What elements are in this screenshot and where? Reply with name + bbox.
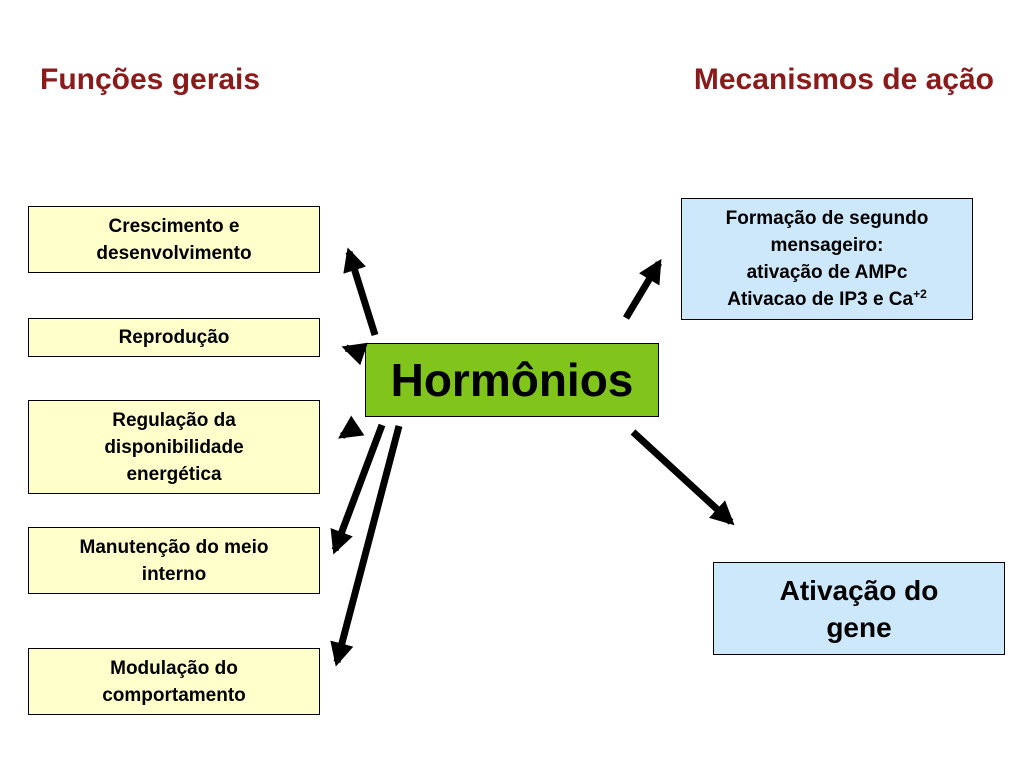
heading-mecanismos-de-acao: Mecanismos de ação [693,63,994,96]
box-ativacao-do-gene-line-1: Ativação do [779,574,939,606]
heading-funcoes-gerais: Funções gerais [40,63,261,96]
box-regulacao-line-2: disponibilidade [104,436,244,458]
arrow-to-ativacao-do-gene [630,429,735,526]
arrow-to-segundo-mensageiro [622,258,663,320]
box-ativacao-do-gene: Ativação do gene [713,562,1005,655]
box-manutencao-line-2: interno [141,563,207,585]
box-segundo-mensageiro-line-1: Formação de segundo [725,208,929,229]
box-regulacao: Regulação da disponibilidade energética [28,400,320,494]
box-segundo-mensageiro: Formação de segundo mensageiro: ativação… [681,198,973,320]
arrow-to-crescimento [343,247,379,337]
box-segundo-mensageiro-line-4-text: Ativacao de IP3 e Ca [727,289,914,310]
arrow-to-modulacao [330,425,403,667]
box-reproducao-line-1: Reprodução [118,327,230,348]
box-hormonios: Hormônios [365,343,659,417]
box-hormonios-label: Hormônios [390,354,634,406]
box-modulacao-line-2: comportamento [102,684,246,706]
box-modulacao-line-1: Modulação do [110,657,238,679]
box-crescimento-line-2: desenvolvimento [96,242,252,264]
box-modulacao: Modulação do comportamento [28,648,320,715]
arrow-to-reproducao [341,342,368,366]
box-manutencao-line-1: Manutenção do meio [79,536,269,558]
box-segundo-mensageiro-line-4-superscript: +2 [913,287,927,301]
box-manutencao: Manutenção do meio interno [28,527,320,594]
box-segundo-mensageiro-line-2: mensageiro: [770,235,884,256]
box-ativacao-do-gene-line-2: gene [826,611,892,643]
box-regulacao-line-1: Regulação da [112,409,236,431]
box-crescimento: Crescimento e desenvolvimento [28,206,320,273]
box-segundo-mensageiro-line-3: ativação de AMPc [746,262,908,283]
box-crescimento-line-1: Crescimento e [108,215,240,237]
box-segundo-mensageiro-line-4: Ativacao de IP3 e Ca+2 [727,286,927,313]
box-regulacao-line-3: energética [126,463,222,485]
box-reproducao: Reprodução [28,318,320,357]
arrow-to-regulacao [338,415,365,439]
arrow-to-manutencao [330,423,386,555]
